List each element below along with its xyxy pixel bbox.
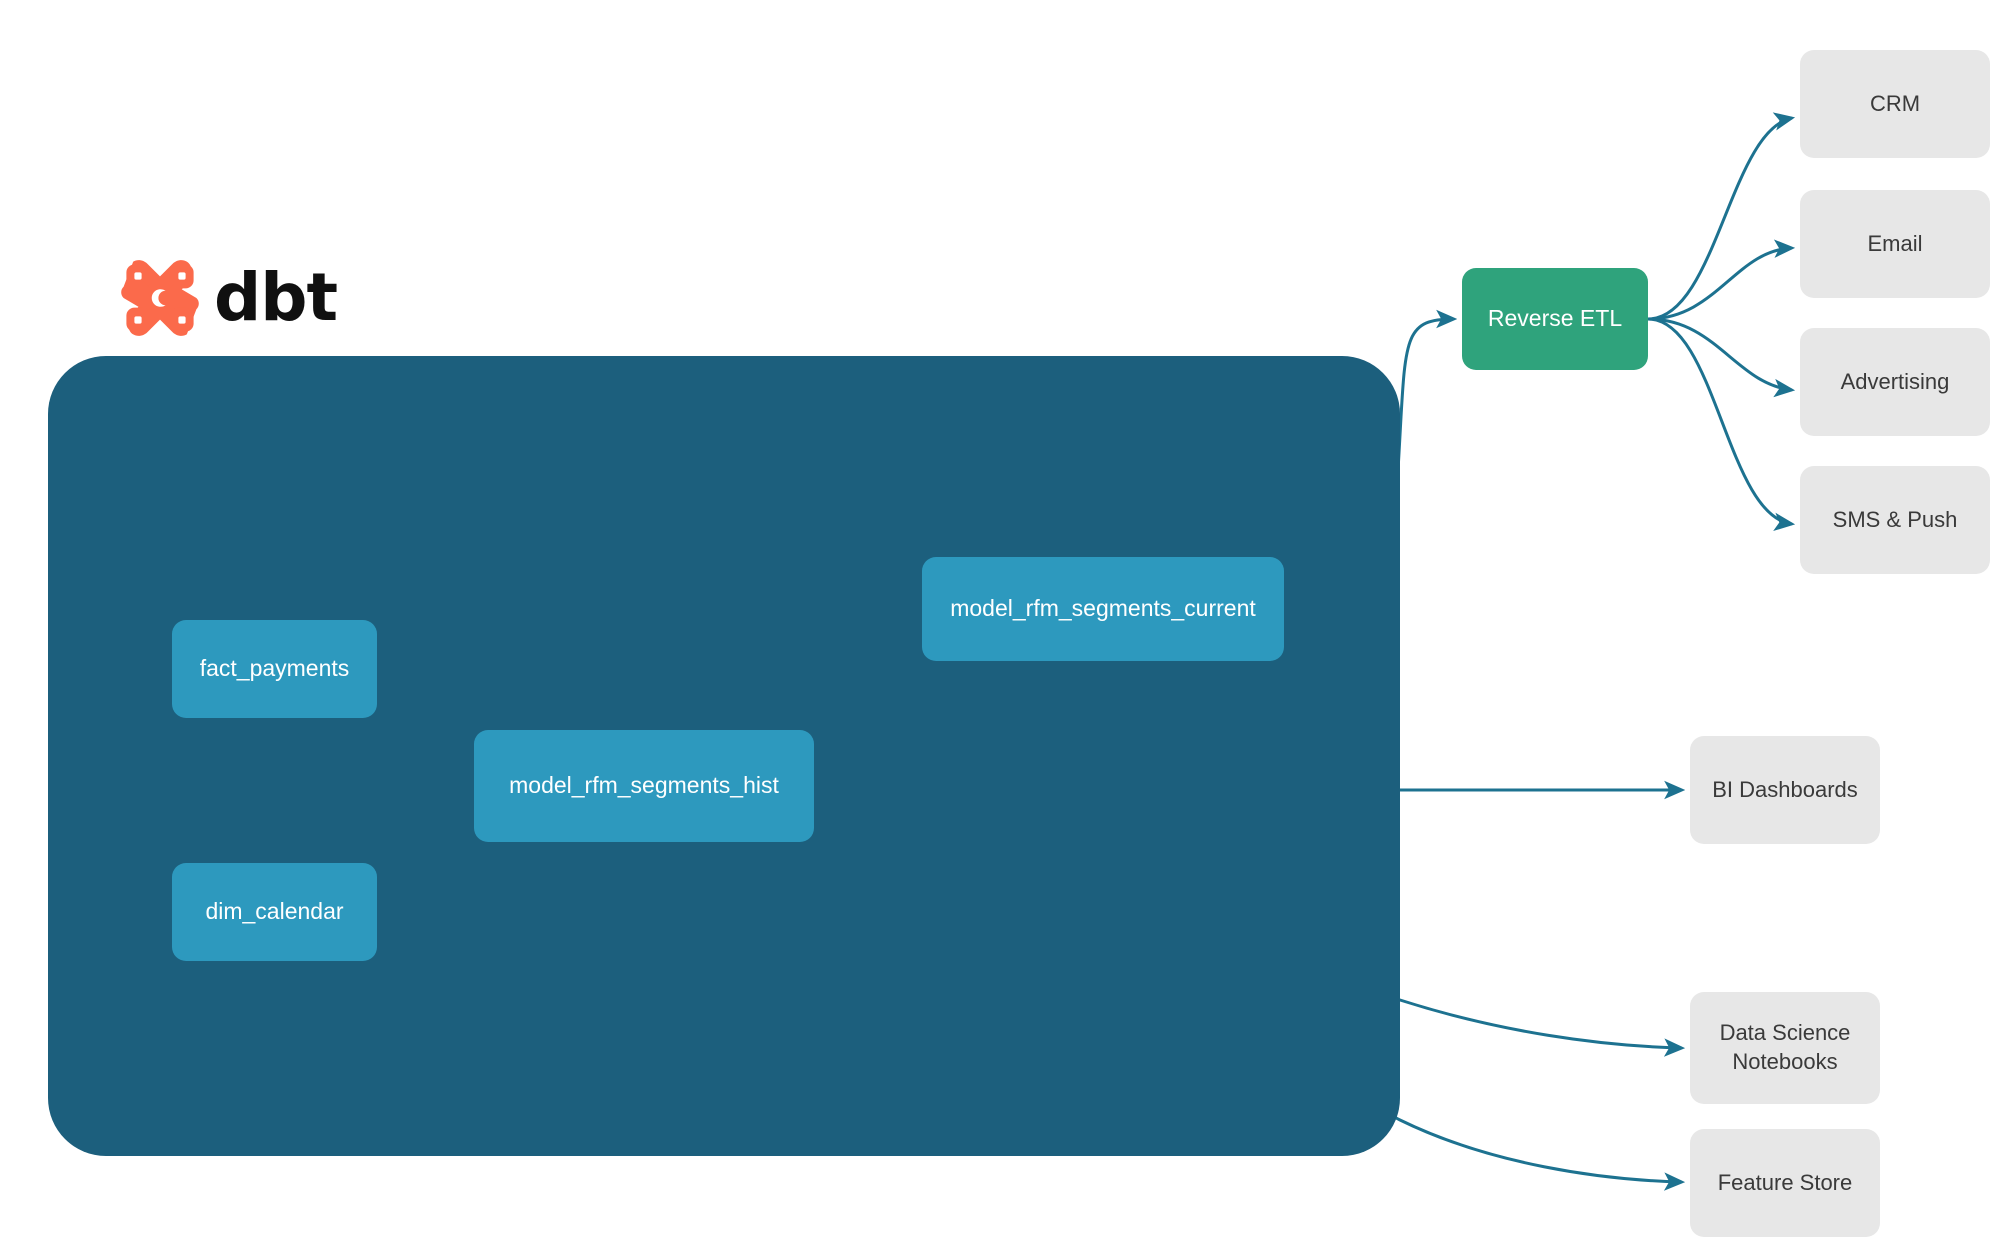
dbt-x-mark-icon (121, 260, 199, 336)
model-node-dim-calendar[interactable]: dim_calendar (172, 863, 377, 961)
reverse-etl-node[interactable]: Reverse ETL (1462, 268, 1648, 370)
destination-node-data-science-notebooks[interactable]: Data Science Notebooks (1690, 992, 1880, 1104)
destination-node-bi-dashboards[interactable]: BI Dashboards (1690, 736, 1880, 844)
edge-reverse-etl-to-crm (1647, 112, 1796, 321)
destination-label-line1: Data Science (1719, 1020, 1851, 1046)
model-node-fact-payments[interactable]: fact_payments (172, 620, 377, 718)
destination-node-sms-push[interactable]: SMS & Push (1800, 466, 1990, 574)
edge-reverse-etl-to-advertising (1647, 317, 1796, 398)
dbt-wordmark: dbt (214, 259, 338, 336)
destination-node-feature-store[interactable]: Feature Store (1690, 1129, 1880, 1237)
edge-reverse-etl-to-sms-push (1647, 317, 1796, 531)
model-node-model-rfm-segments-current[interactable]: model_rfm_segments_current (922, 557, 1284, 661)
destination-node-advertising[interactable]: Advertising (1800, 328, 1990, 436)
destination-label-line2: Notebooks (1732, 1049, 1838, 1074)
destination-node-crm[interactable]: CRM (1800, 50, 1990, 158)
edge-reverse-etl-to-email (1647, 239, 1796, 321)
model-node-model-rfm-segments-hist[interactable]: model_rfm_segments_hist (474, 730, 814, 842)
destination-node-email[interactable]: Email (1800, 190, 1990, 298)
dbt-logo: dbt (120, 258, 338, 338)
